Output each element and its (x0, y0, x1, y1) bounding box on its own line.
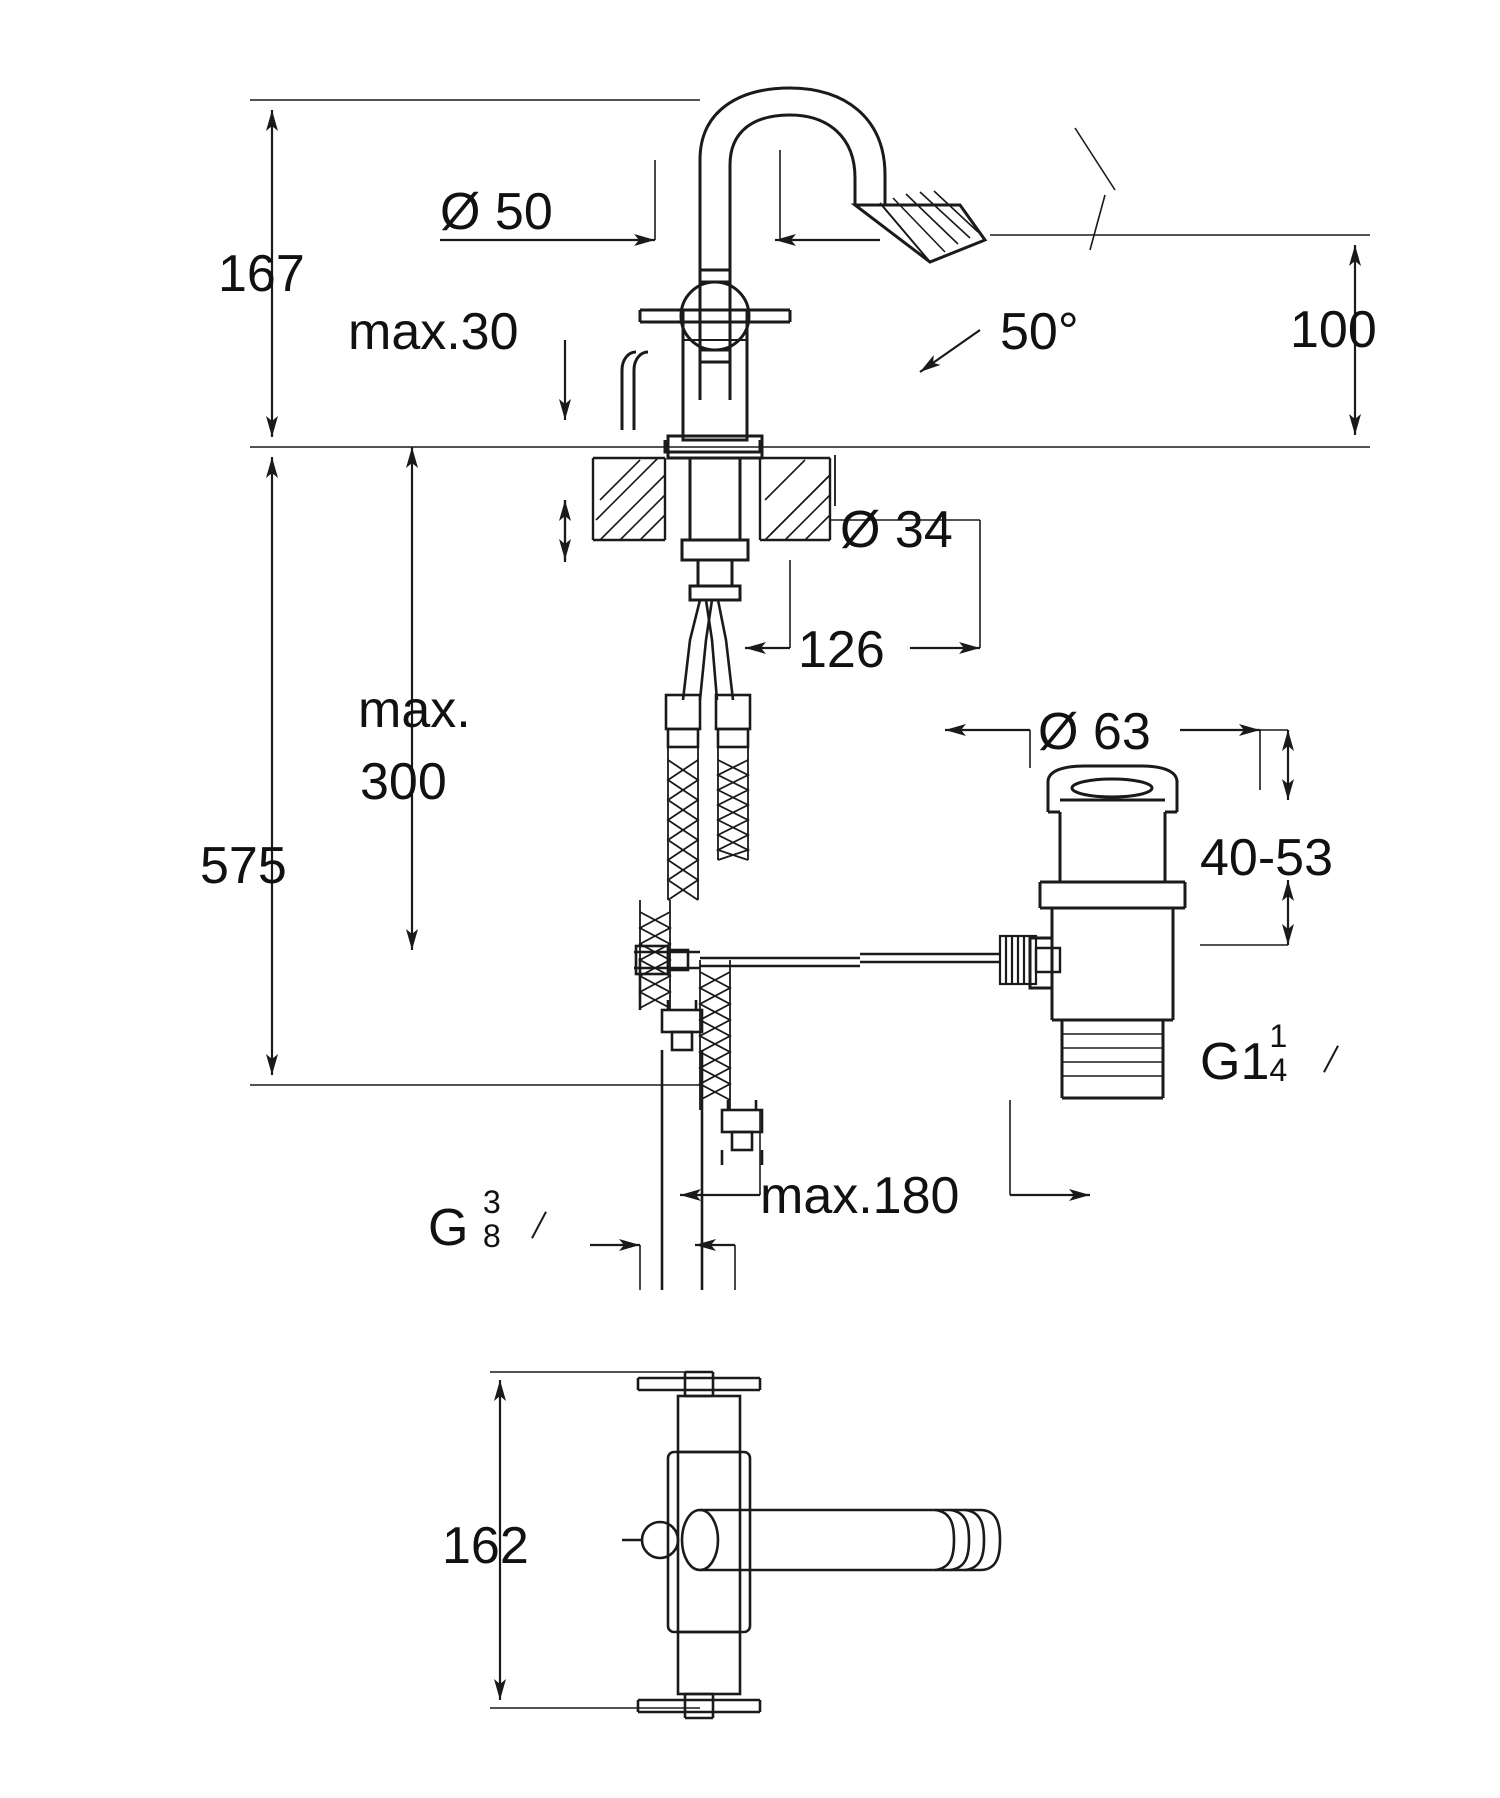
dimension-angle-50deg: 50° (1000, 303, 1079, 361)
fraction-denominator: 4 (1269, 1051, 1288, 1088)
extension-lines (639, 150, 1288, 1290)
top-view-group (622, 1370, 1002, 1720)
dimension-40-53: 40-53 (1200, 829, 1333, 887)
dimension-max-30: max.30 (348, 303, 519, 361)
dimension-max-300-line1: max. (358, 681, 471, 739)
dimension-max-300-line2: 300 (360, 753, 447, 811)
dimension-575: 575 (200, 837, 287, 895)
dimension-diameter-50: Ø 50 (440, 183, 553, 241)
dimension-167: 167 (218, 245, 305, 303)
thread-g1-text: G1 (1200, 1033, 1270, 1092)
dimension-162: 162 (442, 1517, 529, 1575)
dimension-126: 126 (798, 621, 885, 679)
dimension-max-180: max.180 (760, 1167, 960, 1225)
dimension-diameter-34: Ø 34 (840, 501, 953, 559)
thread-g-text: G (428, 1199, 469, 1258)
fraction-denominator-2: 8 (482, 1217, 501, 1254)
dimension-diameter-63: Ø 63 (1038, 703, 1151, 761)
faucet-body-group (591, 86, 1187, 1290)
dimension-100: 100 (1290, 301, 1377, 359)
fraction-numerator-2: 3 (482, 1184, 501, 1220)
dimension-lines (250, 99, 1370, 1709)
fraction-numerator: 1 (1269, 1018, 1288, 1054)
